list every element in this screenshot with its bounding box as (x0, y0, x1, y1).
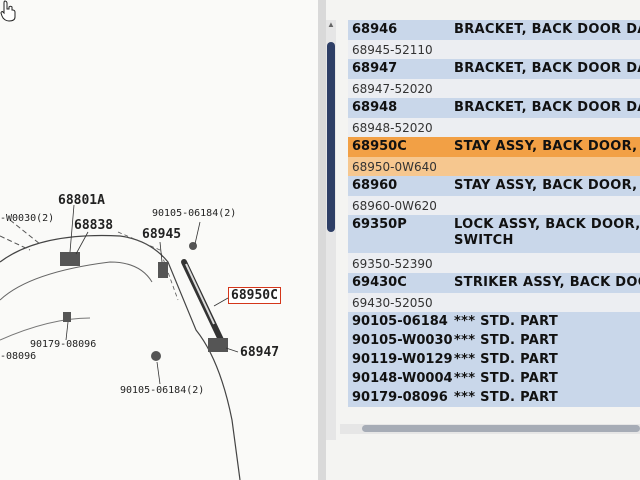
callout-90179-08096[interactable]: 90179-08096 (30, 339, 97, 350)
part-description: BRACKET, BACK DOOR DA (454, 22, 640, 37)
callout-68950c[interactable]: 68950C (228, 287, 281, 304)
part-row-68947[interactable]: 68947 BRACKET, BACK DOOR DA 68947-52020 (348, 59, 640, 98)
part-description-line2: SWITCH (454, 233, 514, 248)
part-number: 69430C (352, 275, 407, 290)
part-description: STAY ASSY, BACK DOOR, I (454, 178, 640, 193)
part-number: 90179-08096 (352, 390, 448, 405)
part-row-69350p[interactable]: 69350P LOCK ASSY, BACK DOOR, SWITCH 6935… (348, 215, 640, 273)
part-row-68960[interactable]: 68960 STAY ASSY, BACK DOOR, I 68960-0W62… (348, 176, 640, 215)
part-description: BRACKET, BACK DOOR DA (454, 100, 640, 115)
callout-90105-06184-bottom[interactable]: 90105-06184(2) (120, 385, 205, 396)
callout-68838[interactable]: 68838 (74, 218, 114, 233)
part-description: LOCK ASSY, BACK DOOR, (454, 217, 640, 232)
std-part-row[interactable]: 90179-08096 *** STD. PART (348, 388, 640, 407)
diagram-drawing (0, 204, 241, 480)
part-number: 90105-W0030 (352, 333, 453, 348)
part-sub-number: 69350-52390 (352, 257, 433, 271)
part-row-68946[interactable]: 68946 BRACKET, BACK DOOR DA 68945-52110 (348, 20, 640, 59)
part-number: 90148-W0004 (352, 371, 453, 386)
part-number: 68948 (352, 100, 398, 115)
std-part-row[interactable]: 90105-W0030 *** STD. PART (348, 331, 640, 350)
part-sub-number: 68950-0W640 (352, 160, 437, 174)
part-sub-number: 68945-52110 (352, 43, 433, 57)
part-description: *** STD. PART (454, 333, 558, 348)
std-part-row[interactable]: 90105-06184 *** STD. PART (348, 312, 640, 331)
hand-pointer-icon (0, 0, 16, 22)
part-sub-number: 68960-0W620 (352, 199, 437, 213)
part-number: 69350P (352, 217, 407, 232)
std-part-row[interactable]: 90119-W0129 *** STD. PART (348, 350, 640, 369)
part-number: 90119-W0129 (352, 352, 453, 367)
horizontal-scroll-thumb[interactable] (362, 425, 640, 432)
std-part-row[interactable]: 90148-W0004 *** STD. PART (348, 369, 640, 388)
callout-90105-06184-top[interactable]: 90105-06184(2) (152, 208, 237, 219)
vertical-scroll-thumb[interactable] (327, 42, 335, 232)
part-number: 68960 (352, 178, 398, 193)
triangle-up-icon[interactable]: ▲ (327, 20, 335, 29)
part-number: 68947 (352, 61, 398, 76)
part-description: *** STD. PART (454, 352, 558, 367)
parts-diagram: -W0030(2) 68801A 68838 90105-06184(2) 68… (0, 0, 318, 480)
part-row-68948[interactable]: 68948 BRACKET, BACK DOOR DA 68948-52020 (348, 98, 640, 137)
part-description: *** STD. PART (454, 314, 558, 329)
part-row-69430c[interactable]: 69430C STRIKER ASSY, BACK DOO 69430-5205… (348, 273, 640, 312)
part-sub-number: 69430-52050 (352, 296, 433, 310)
panel-divider (318, 0, 326, 480)
part-row-68950c-selected[interactable]: 68950C STAY ASSY, BACK DOOR, 68950-0W640 (348, 137, 640, 176)
part-number: 90105-06184 (352, 314, 448, 329)
callout-08096-partial: -08096 (0, 351, 37, 362)
part-description: *** STD. PART (454, 390, 558, 405)
part-description: STAY ASSY, BACK DOOR, (454, 139, 638, 154)
callout-68947[interactable]: 68947 (240, 345, 280, 360)
callout-68945[interactable]: 68945 (142, 227, 182, 242)
part-sub-number: 68947-52020 (352, 82, 433, 96)
parts-list: 68946 BRACKET, BACK DOOR DA 68945-52110 … (348, 20, 640, 407)
part-description: BRACKET, BACK DOOR DA (454, 61, 640, 76)
part-description: *** STD. PART (454, 371, 558, 386)
callout-68801a[interactable]: 68801A (58, 193, 105, 208)
part-sub-number: 68948-52020 (352, 121, 433, 135)
callout-90105-w0030: -W0030(2) (0, 213, 55, 224)
part-description: STRIKER ASSY, BACK DOO (454, 275, 640, 290)
part-number: 68946 (352, 22, 398, 37)
part-number: 68950C (352, 139, 407, 154)
